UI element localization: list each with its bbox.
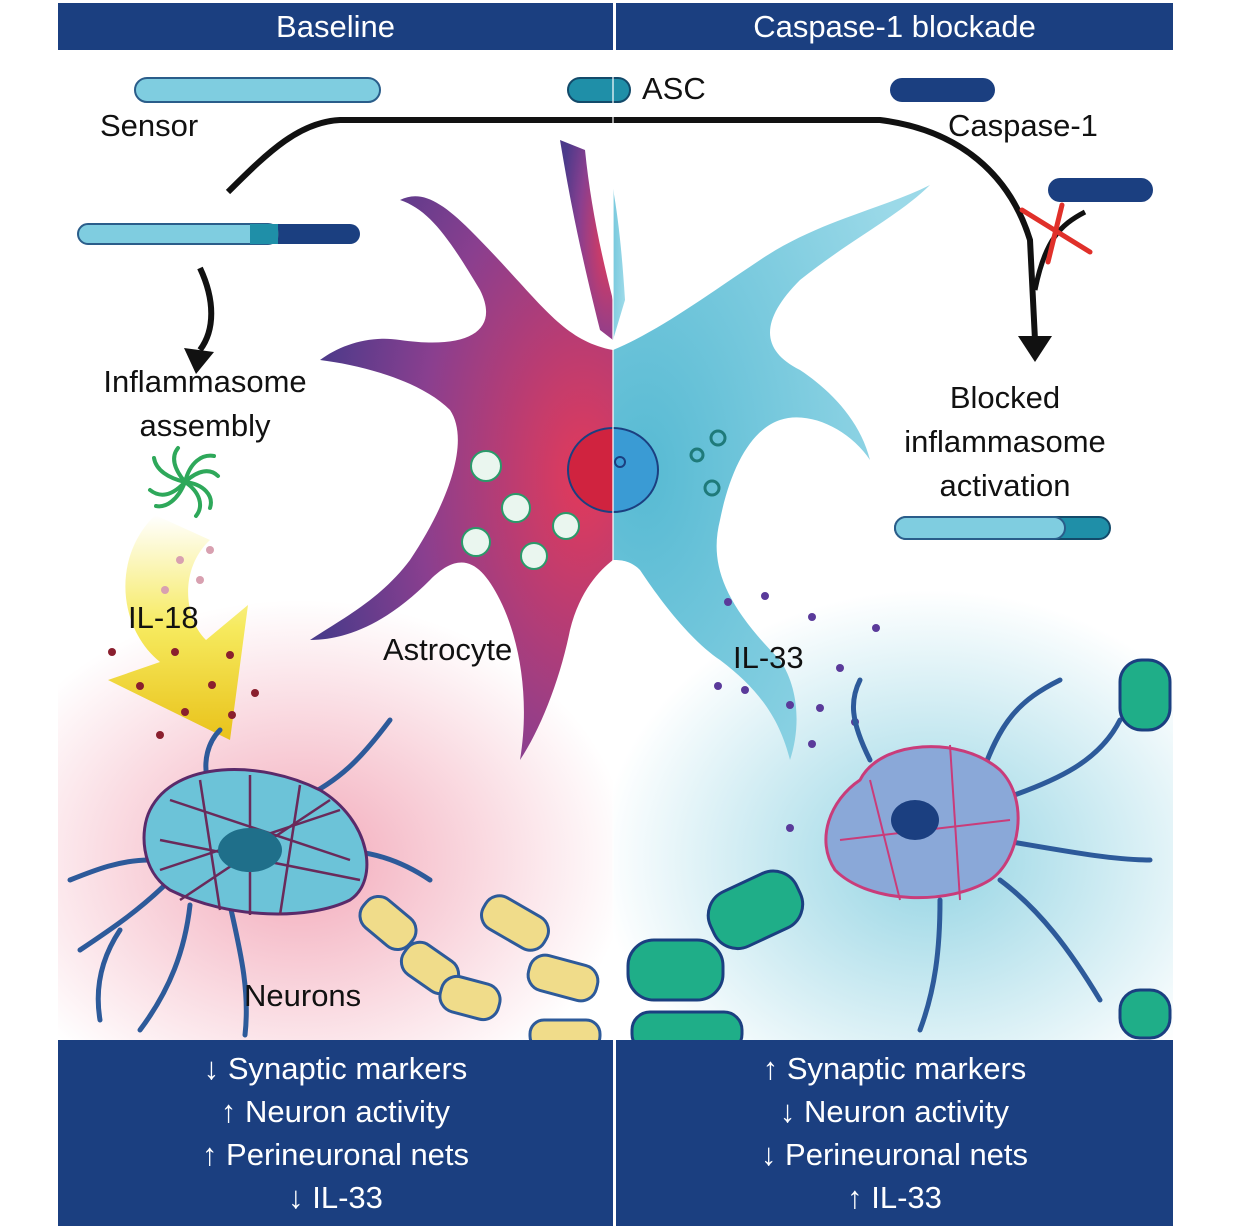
neurons-label: Neurons bbox=[244, 978, 362, 1013]
assembly-label-line1: Inflammasome bbox=[103, 364, 307, 399]
outcome-left-3: ↑ Perineuronal nets bbox=[201, 1137, 470, 1172]
sensor-label: Sensor bbox=[100, 108, 199, 143]
outcomes-caspase: ↑ Synaptic markers ↓ Neuron activity ↓ P… bbox=[616, 1040, 1173, 1226]
right-arrowhead bbox=[1018, 336, 1052, 362]
blocked-label-line1: Blocked bbox=[949, 380, 1061, 415]
astrocyte bbox=[310, 140, 930, 760]
starburst-icon bbox=[148, 446, 220, 518]
outcome-right-2: ↓ Neuron activity bbox=[779, 1094, 1010, 1129]
asc-bar bbox=[567, 77, 631, 103]
assembled-inflammasome-bar bbox=[77, 223, 360, 245]
astrocyte-label: Astrocyte bbox=[383, 632, 513, 667]
assembly-label: Inflammasome assembly bbox=[65, 360, 345, 448]
astrocyte-nucleus-right bbox=[613, 427, 659, 513]
outcome-right-1: ↑ Synaptic markers bbox=[762, 1051, 1027, 1086]
header-caspase: Caspase-1 blockade bbox=[616, 3, 1173, 50]
top-arrow bbox=[225, 117, 1038, 341]
header-baseline: Baseline bbox=[58, 3, 613, 50]
blocked-label-line3: activation bbox=[939, 468, 1071, 503]
outcome-left-1: ↓ Synaptic markers bbox=[203, 1051, 468, 1086]
header-caspase-title: Caspase-1 blockade bbox=[753, 8, 1036, 44]
left-arrowhead bbox=[184, 348, 214, 374]
outcome-left-4: ↓ IL-33 bbox=[288, 1180, 383, 1215]
left-arrow bbox=[197, 266, 215, 352]
blocked-label: Blocked inflammasome activation bbox=[870, 376, 1140, 508]
outcome-right-3: ↓ Perineuronal nets bbox=[760, 1137, 1029, 1172]
block-x-icon bbox=[1019, 202, 1093, 265]
outcome-right-4: ↑ IL-33 bbox=[847, 1180, 942, 1215]
il33-dots bbox=[714, 592, 880, 832]
neuron-right bbox=[626, 658, 1172, 1054]
neuron-left bbox=[67, 717, 602, 1052]
outcomes-baseline: ↓ Synaptic markers ↑ Neuron activity ↑ P… bbox=[58, 1040, 613, 1226]
il33-label: IL-33 bbox=[733, 640, 804, 675]
astrocyte-nucleus-left bbox=[567, 427, 613, 513]
asc-label: ASC bbox=[642, 71, 706, 106]
free-caspase-bar bbox=[1048, 178, 1153, 202]
caspase-label: Caspase-1 bbox=[948, 108, 1098, 143]
blocked-bar bbox=[894, 516, 1111, 540]
outcome-left-2: ↑ Neuron activity bbox=[220, 1094, 451, 1129]
il18-dots bbox=[108, 546, 259, 739]
small-speck-icon bbox=[689, 429, 727, 497]
myelin-left bbox=[358, 894, 602, 1052]
blocked-label-line2: inflammasome bbox=[904, 424, 1106, 459]
sensor-bar bbox=[134, 77, 381, 103]
caspase-bar bbox=[890, 78, 995, 102]
header-baseline-title: Baseline bbox=[276, 8, 395, 44]
assembly-label-line2: assembly bbox=[139, 408, 271, 443]
inflammasome-speck-icon bbox=[461, 450, 580, 570]
myelin-right bbox=[626, 658, 1172, 1054]
il18-label: IL-18 bbox=[128, 600, 199, 635]
